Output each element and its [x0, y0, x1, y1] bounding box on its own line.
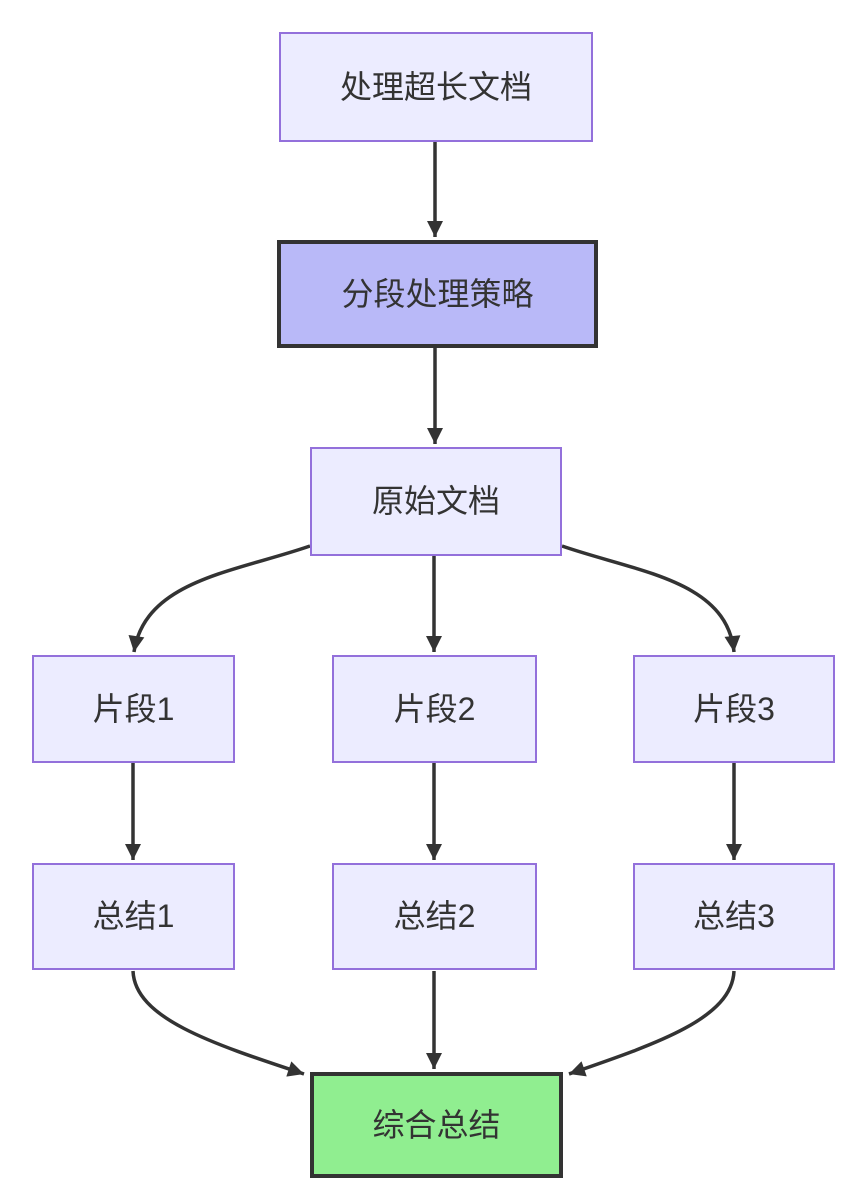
- edge-original-seg3: [561, 544, 741, 653]
- node-seg1: 片段1: [32, 655, 235, 763]
- node-strategy: 分段处理策略: [277, 240, 598, 348]
- node-strategy-label: 分段处理策略: [341, 275, 534, 312]
- node-sum2: 总结2: [332, 863, 537, 970]
- node-seg1-label: 片段1: [92, 690, 175, 727]
- edge-sum3-final: [568, 970, 736, 1077]
- node-sum1-label: 总结1: [92, 898, 175, 935]
- node-final: 综合总结: [310, 1072, 563, 1178]
- node-task: 处理超长文档: [279, 32, 593, 142]
- node-sum3: 总结3: [633, 863, 835, 970]
- node-seg2-label: 片段2: [393, 690, 476, 727]
- node-seg3: 片段3: [633, 655, 835, 763]
- node-sum2-label: 总结2: [393, 898, 476, 935]
- node-seg3-label: 片段3: [693, 690, 775, 727]
- node-final-label: 综合总结: [372, 1106, 501, 1143]
- edge-sum1-final: [131, 970, 305, 1077]
- node-original-label: 原始文档: [371, 483, 500, 520]
- edge-original-seg1: [128, 544, 311, 653]
- node-seg2: 片段2: [332, 655, 537, 763]
- node-task-label: 处理超长文档: [339, 68, 532, 105]
- node-original: 原始文档: [310, 447, 562, 556]
- node-sum1: 总结1: [32, 863, 235, 970]
- node-sum3-label: 总结3: [693, 898, 775, 935]
